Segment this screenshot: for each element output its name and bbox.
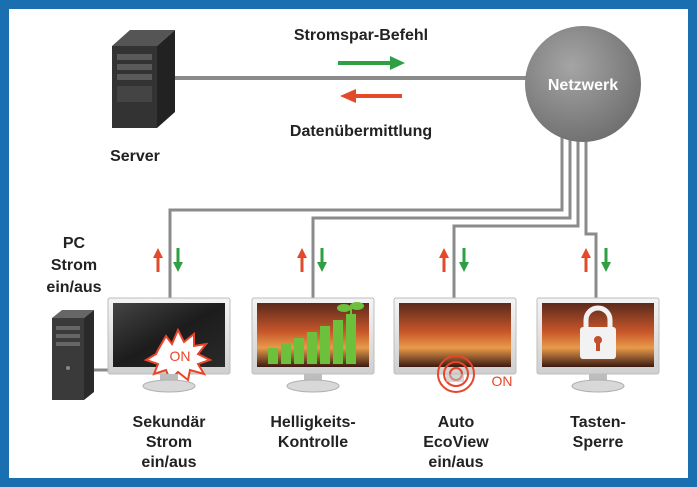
server-label: Server: [110, 148, 160, 165]
monitor3-on-badge: ON: [492, 373, 513, 389]
arrow-pair-2: [297, 248, 327, 272]
network-node: [525, 26, 641, 142]
caption-1-line1: Sekundär: [133, 414, 206, 431]
monitor-secondary-power: ON: [107, 297, 231, 393]
network-label: Netzwerk: [548, 77, 618, 94]
monitor-key-lock: [536, 297, 660, 393]
command-label: Stromspar-Befehl: [294, 27, 428, 44]
caption-3-line2: EcoView: [423, 434, 489, 451]
arrow-pair-3: [439, 248, 469, 272]
data-arrow: [340, 89, 402, 103]
brightness-bars-icon: [268, 314, 356, 364]
caption-1-line2: Strom: [146, 434, 192, 451]
monitor1-on-badge: ON: [170, 348, 191, 364]
monitor-screen-sunset: [399, 303, 511, 367]
caption-3-line3: ein/aus: [428, 454, 483, 471]
monitor-brightness: [251, 297, 375, 393]
data-label: Datenübermittlung: [290, 123, 432, 140]
caption-1-line3: ein/aus: [141, 454, 196, 471]
caption-2-line2: Kontrolle: [278, 434, 348, 451]
caption-4-line2: Sperre: [573, 434, 624, 451]
monitor-auto-ecoview: ON: [393, 297, 517, 393]
sprout-icon: [337, 302, 364, 314]
arrow-pair-1: [153, 248, 183, 272]
pc-label-line3: ein/aus: [46, 279, 101, 296]
network-lines: [168, 130, 598, 300]
caption-4-line1: Tasten-: [570, 414, 626, 431]
pc-tower-icon: [52, 310, 94, 400]
padlock-icon: [580, 305, 616, 359]
command-arrow: [338, 56, 405, 70]
caption-2-line1: Helligkeits-: [270, 414, 355, 431]
starburst-icon: [143, 327, 213, 382]
pc-label-line2: Strom: [51, 257, 97, 274]
caption-3-line1: Auto: [438, 414, 475, 431]
arrow-pair-4: [581, 248, 611, 272]
pc-label-line1: PC: [63, 235, 86, 252]
server-icon: [112, 30, 175, 128]
